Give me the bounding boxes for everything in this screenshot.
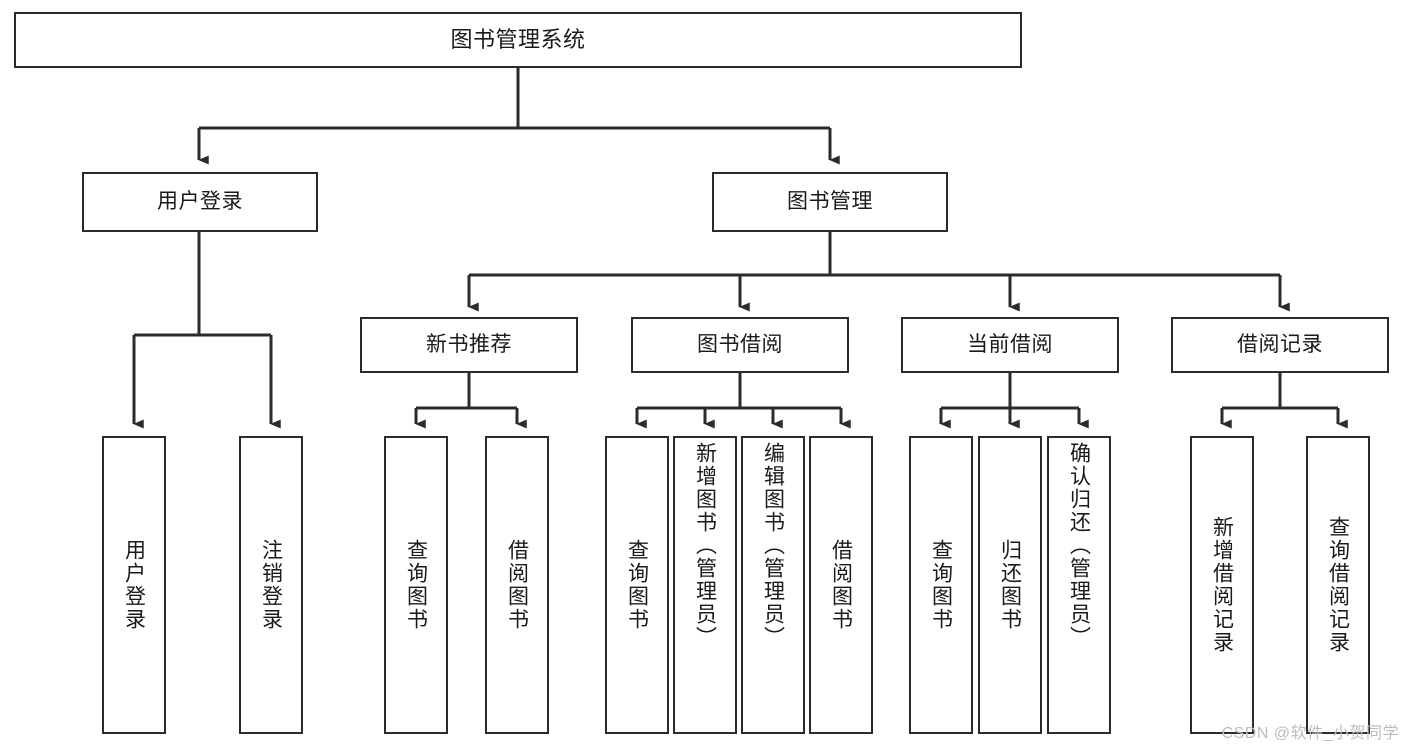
node-label: 新书推荐 — [426, 332, 512, 356]
node-label: 编辑图书（管理员） — [761, 442, 785, 649]
node-label: 借阅图书 — [829, 539, 853, 631]
node-book-borrow[interactable]: 图书借阅 — [631, 317, 849, 373]
leaf-record-add-record[interactable]: 新增借阅记录 — [1190, 436, 1254, 734]
leaf-text-wrap: 用户登录 — [122, 438, 146, 732]
node-label: 新增图书（管理员） — [693, 442, 717, 649]
leaf-text-wrap: 归还图书 — [998, 438, 1022, 732]
leaf-logout[interactable]: 注销登录 — [239, 436, 303, 734]
leaf-text-wrap: 借阅图书 — [829, 438, 853, 732]
node-label: 查询图书 — [404, 539, 428, 631]
node-label: 图书管理系统 — [450, 27, 586, 53]
node-label: 查询图书 — [625, 539, 649, 631]
leaf-user-login[interactable]: 用户登录 — [102, 436, 166, 734]
node-book-management[interactable]: 图书管理 — [712, 172, 948, 232]
node-borrow-record[interactable]: 借阅记录 — [1171, 317, 1389, 373]
leaf-borrow-edit-book-admin[interactable]: 编辑图书（管理员） — [741, 436, 805, 734]
leaf-text-wrap: 确认归还（管理员） — [1067, 438, 1091, 732]
leaf-text-wrap: 查询图书 — [404, 438, 428, 732]
leaf-newbook-borrow-book[interactable]: 借阅图书 — [485, 436, 549, 734]
node-label: 归还图书 — [998, 539, 1022, 631]
node-label: 用户登录 — [122, 539, 146, 631]
node-label: 确认归还（管理员） — [1067, 442, 1091, 649]
leaf-text-wrap: 新增图书（管理员） — [693, 438, 717, 732]
node-user-login[interactable]: 用户登录 — [82, 172, 318, 232]
node-label: 查询图书 — [929, 539, 953, 631]
node-label: 新增借阅记录 — [1210, 516, 1234, 654]
leaf-borrow-add-book-admin[interactable]: 新增图书（管理员） — [673, 436, 737, 734]
leaf-text-wrap: 查询借阅记录 — [1326, 438, 1350, 732]
leaf-record-query-record[interactable]: 查询借阅记录 — [1306, 436, 1370, 734]
node-label: 注销登录 — [259, 539, 283, 631]
leaf-text-wrap: 新增借阅记录 — [1210, 438, 1234, 732]
node-label: 借阅记录 — [1237, 332, 1323, 356]
leaf-text-wrap: 查询图书 — [625, 438, 649, 732]
leaf-text-wrap: 查询图书 — [929, 438, 953, 732]
leaf-text-wrap: 注销登录 — [259, 438, 283, 732]
node-root-system[interactable]: 图书管理系统 — [14, 12, 1022, 68]
leaf-text-wrap: 借阅图书 — [505, 438, 529, 732]
leaf-text-wrap: 编辑图书（管理员） — [761, 438, 785, 732]
leaf-current-return-book[interactable]: 归还图书 — [978, 436, 1042, 734]
leaf-borrow-query-book[interactable]: 查询图书 — [605, 436, 669, 734]
node-label: 用户登录 — [157, 189, 243, 213]
node-label: 借阅图书 — [505, 539, 529, 631]
leaf-newbook-query-book[interactable]: 查询图书 — [384, 436, 448, 734]
leaf-current-confirm-return-admin[interactable]: 确认归还（管理员） — [1047, 436, 1111, 734]
node-current-borrow[interactable]: 当前借阅 — [901, 317, 1119, 373]
node-label: 图书借阅 — [697, 332, 783, 356]
node-label: 查询借阅记录 — [1326, 516, 1350, 654]
csdn-watermark: CSDN @软件_小贺同学 — [1221, 725, 1399, 742]
node-label: 图书管理 — [787, 189, 873, 213]
node-label: 当前借阅 — [967, 332, 1053, 356]
leaf-current-query-book[interactable]: 查询图书 — [909, 436, 973, 734]
node-new-book-recommend[interactable]: 新书推荐 — [360, 317, 578, 373]
leaf-borrow-borrow-book[interactable]: 借阅图书 — [809, 436, 873, 734]
